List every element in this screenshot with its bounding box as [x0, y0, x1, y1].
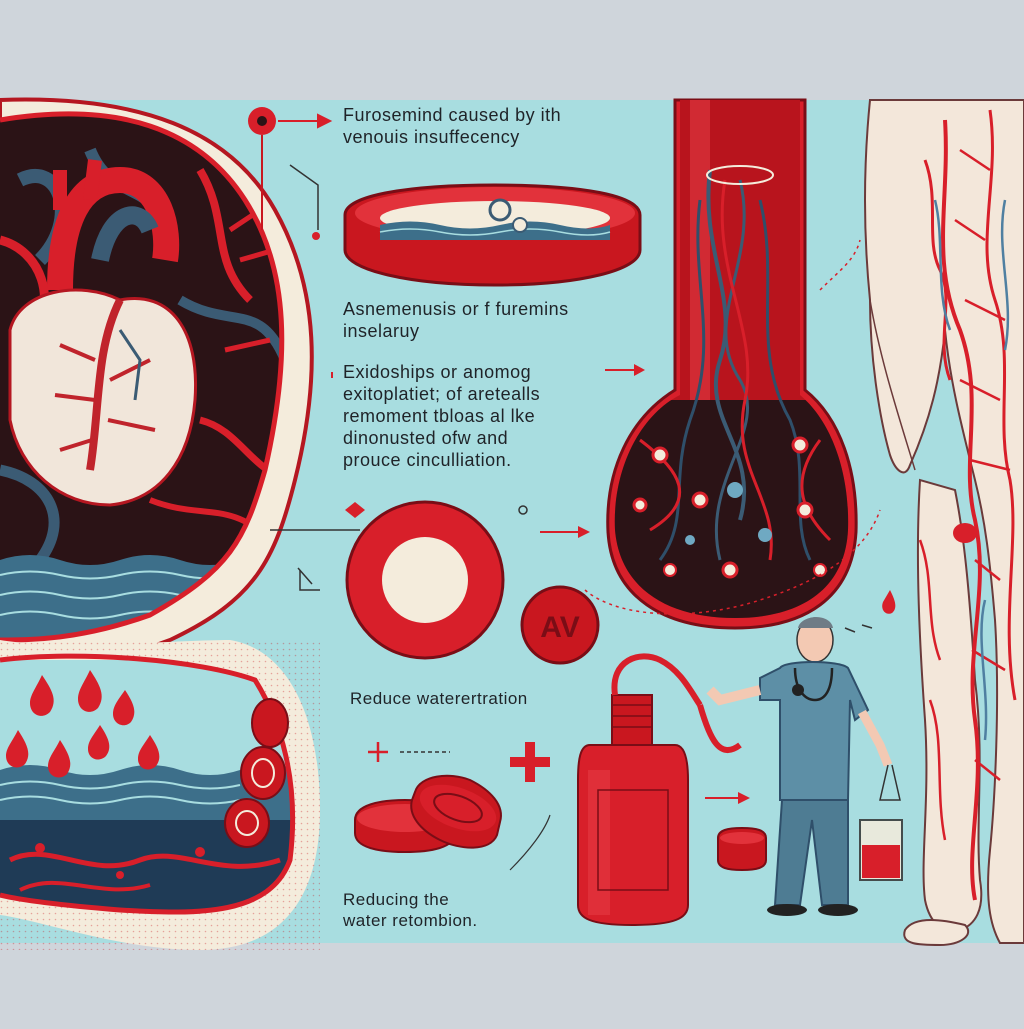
label-line: prouce cinculliation. — [343, 450, 512, 470]
leg-with-veins-icon — [864, 99, 1024, 947]
label-reduce-water: Reduce waterertration — [350, 688, 528, 709]
label-line: venouis insuffecency — [343, 127, 520, 147]
pill-icon: AV — [345, 500, 767, 872]
svg-text:AV: AV — [540, 611, 579, 644]
dotted-arcs — [509, 239, 881, 871]
label-furosemide-cause: Furosemind caused by ith venouis insuffe… — [343, 104, 561, 148]
label-line: water retombion. — [343, 911, 478, 930]
label-reducing-retention: Reducing the water retombion. — [343, 889, 478, 931]
collection-cup-icon — [859, 764, 903, 881]
water-droplet-icon — [0, 640, 320, 950]
label-line: remoment tbloas al lke — [343, 406, 536, 426]
doctor-figure-icon — [706, 617, 893, 916]
arrow-right-icon — [518, 364, 750, 804]
plus-icon — [345, 502, 550, 782]
label-line: exitoplatiet; of aretealls — [343, 384, 541, 404]
label-line: Asnemenusis or f furemins — [343, 299, 569, 319]
label-line: Exidoships or anomog — [343, 362, 532, 382]
label-line: Furosemind caused by ith — [343, 105, 562, 125]
label-line: Reducing the — [343, 890, 450, 909]
label-line: Reduce waterertration — [350, 689, 528, 708]
label-description: Exidoships or anomog exitoplatiet; of ar… — [343, 361, 540, 471]
label-anomalies: Asnemenusis or f furemins inselaruy — [343, 298, 569, 342]
label-line: inselaruy — [343, 321, 420, 341]
label-line: dinonusted ofw and — [343, 428, 509, 448]
connector-lines — [248, 107, 360, 591]
iv-bottle-icon — [577, 653, 742, 927]
heart-cutaway-icon — [0, 97, 314, 666]
water-dish-icon — [343, 183, 642, 287]
